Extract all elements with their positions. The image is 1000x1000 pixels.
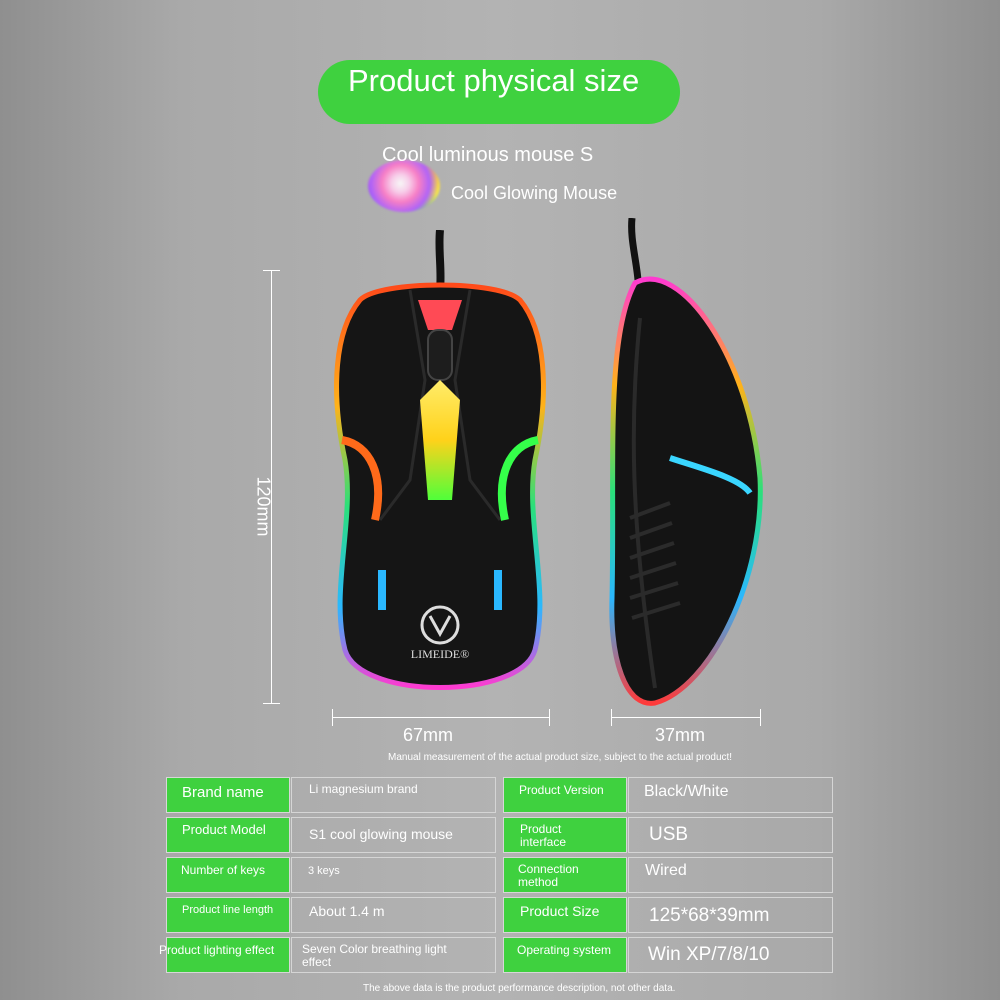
mouse-logo-text: LIMEIDE® <box>411 647 469 661</box>
product-subtitle-secondary: Cool Glowing Mouse <box>451 183 618 203</box>
spec-label-brand: Brand name <box>166 777 290 813</box>
height-label: 120mm <box>253 476 274 537</box>
spec-value-interface: USB <box>628 817 833 853</box>
width-label: 67mm <box>403 725 454 745</box>
width-dimension-line <box>332 717 550 718</box>
mouse-front-view: LIMEIDE® <box>334 230 546 690</box>
spec-value-version: Black/White <box>628 777 833 813</box>
height-dimension-cap-bottom <box>263 703 280 704</box>
spec-label-os: Operating system <box>503 937 627 973</box>
footer-note: The above data is the product performanc… <box>363 983 676 994</box>
spec-label-line-length: Product line length <box>166 897 290 933</box>
title-banner <box>318 60 680 124</box>
spec-value-model: S1 cool glowing mouse <box>291 817 496 853</box>
depth-dimension-cap-left <box>611 709 612 726</box>
height-dimension-line <box>271 270 272 703</box>
width-dimension-cap-right <box>549 709 550 726</box>
measurement-note: Manual measurement of the actual product… <box>388 752 733 763</box>
spec-value-size: 125*68*39mm <box>628 897 833 933</box>
height-dimension-cap-top <box>263 270 280 271</box>
depth-dimension-cap-right <box>760 709 761 726</box>
depth-label: 37mm <box>655 725 706 745</box>
spec-label-connection: Connection method <box>503 857 627 893</box>
spec-value-brand: Li magnesium brand <box>291 777 496 813</box>
depth-dimension-line <box>611 717 761 718</box>
spec-label-model: Product Model <box>166 817 290 853</box>
spec-value-connection: Wired <box>628 857 833 893</box>
spec-value-lighting: Seven Color breathing light effect <box>291 937 496 973</box>
spec-label-version: Product Version <box>503 777 627 813</box>
rainbow-glow-icon <box>368 160 440 212</box>
spec-label-keys: Number of keys <box>166 857 290 893</box>
mouse-side-view <box>609 218 763 706</box>
spec-value-os: Win XP/7/8/10 <box>628 937 833 973</box>
spec-label-size: Product Size <box>503 897 627 933</box>
spec-label-interface: Product interface <box>503 817 627 853</box>
page-title: Product physical size <box>348 63 640 98</box>
spec-value-line-length: About 1.4 m <box>291 897 496 933</box>
product-subtitle: Cool luminous mouse S <box>382 144 594 166</box>
width-dimension-cap-left <box>332 709 333 726</box>
spec-label-lighting: Product lighting effect <box>159 937 290 973</box>
spec-value-keys: 3 keys <box>291 857 496 893</box>
